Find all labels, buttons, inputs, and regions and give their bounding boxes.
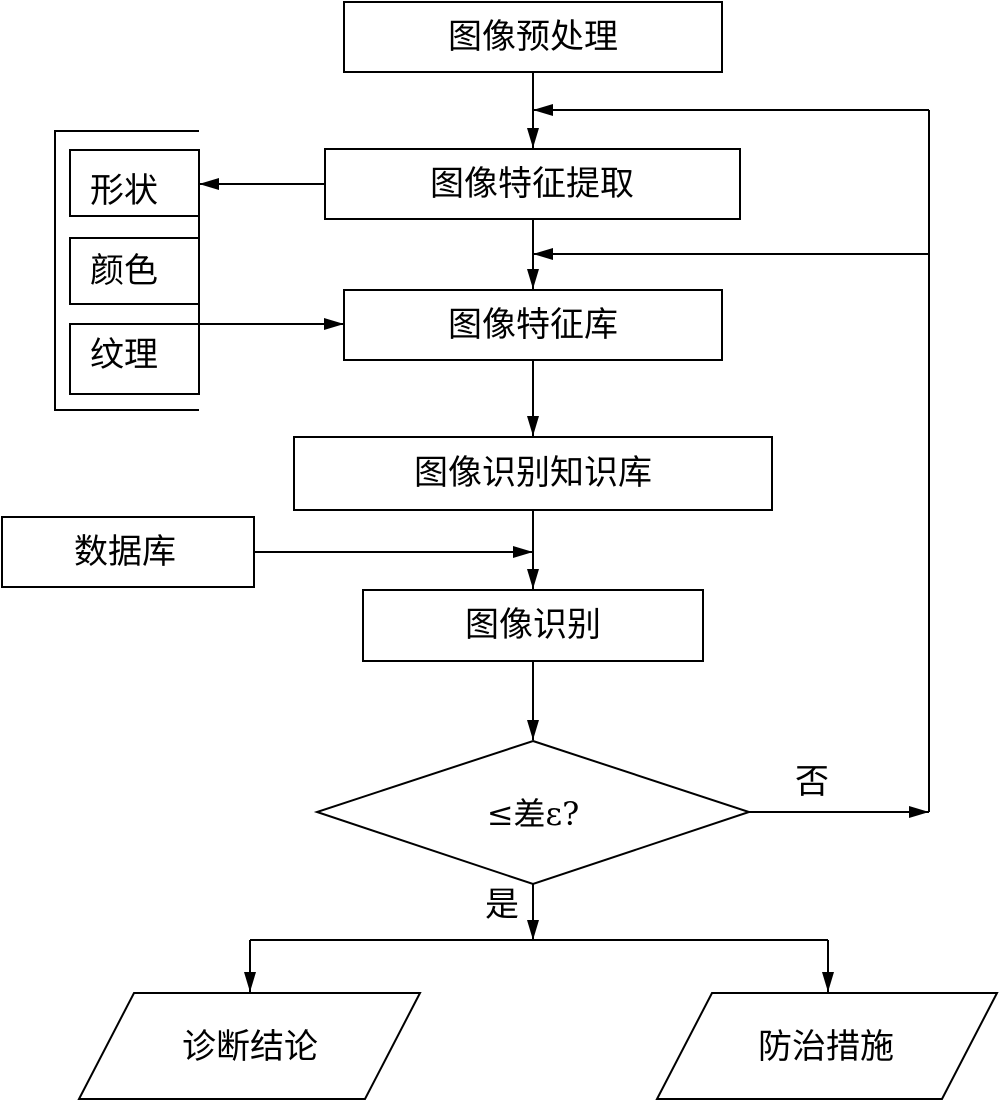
diagnosis-node: 诊断结论	[77, 992, 422, 1100]
diagnosis-label: 诊断结论	[182, 1027, 318, 1067]
knowledge-db-node: 图像识别知识库	[293, 436, 773, 511]
feature-db-node: 图像特征库	[343, 289, 723, 361]
knowledge-db-label: 图像识别知识库	[414, 453, 652, 493]
recognition-node: 图像识别	[362, 589, 704, 662]
preprocess-label: 图像预处理	[448, 17, 618, 57]
texture-label: 纹理	[90, 335, 158, 375]
color-label: 颜色	[90, 251, 158, 291]
database-node: 数据库	[1, 516, 255, 588]
feature-db-label: 图像特征库	[448, 305, 618, 345]
feature-group: 形状 颜色 纹理	[54, 130, 200, 411]
recognition-label: 图像识别	[465, 605, 601, 645]
yes-label: 是	[485, 885, 519, 925]
preprocess-node: 图像预处理	[343, 1, 723, 73]
feature-extract-node: 图像特征提取	[324, 148, 741, 220]
prevention-label: 防治措施	[758, 1027, 894, 1067]
decision-node: ≤差ε?	[313, 739, 753, 886]
prevention-node: 防治措施	[655, 992, 999, 1100]
no-label: 否	[795, 762, 829, 802]
decision-label: ≤差ε?	[487, 795, 580, 833]
shape-label: 形状	[90, 171, 158, 211]
feature-extract-label: 图像特征提取	[430, 164, 634, 204]
database-label: 数据库	[74, 532, 176, 572]
